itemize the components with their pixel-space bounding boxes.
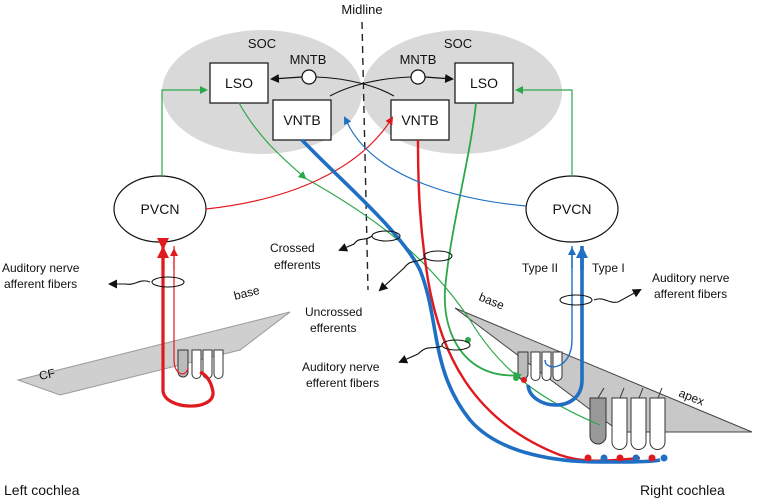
green-crossed-to-right-cochlea [304, 177, 601, 426]
left-cochlea-shape [16, 311, 291, 396]
lso-right-box [454, 62, 514, 104]
green-lso-right-uncrossed-efferent [443, 102, 522, 380]
vntb-left-label: VNTB [283, 112, 320, 128]
right-apex-hair-cells [589, 387, 666, 450]
an-afferent-left-line1: Auditory nerve [2, 261, 80, 275]
midline-divider [361, 21, 369, 291]
lso-left-label: LSO [225, 75, 253, 91]
an-efferent-line2: efferent fibers [306, 376, 379, 390]
left-base-label: base [232, 283, 261, 303]
left-cochlea-title: Left cochlea [4, 482, 80, 498]
left-hair-cells [177, 349, 224, 379]
blue-vntb-left-efferent [300, 138, 661, 464]
blue-right-afferent-type-i [526, 246, 584, 407]
mntb-right-label: MNTB [400, 52, 437, 67]
mntb-left-label: MNTB [290, 52, 327, 67]
mntb-right-to-lso-right [424, 73, 454, 83]
pvcn-right-label: PVCN [553, 201, 592, 217]
green-lso-left-crossed-efferent [238, 102, 307, 180]
type-i-label: Type I [592, 261, 625, 275]
soc-right-label: SOC [444, 36, 472, 51]
red-left-afferent-thin [173, 246, 189, 375]
mntb-left-to-lso-left [270, 74, 303, 84]
mntb-right-node [410, 69, 426, 85]
midline-label: Midline [341, 2, 382, 17]
cross-mntb-left-to-right [315, 76, 395, 97]
crossed-efferents-line1: Crossed [270, 241, 315, 255]
green-pvcn-right-to-lso-right [515, 86, 573, 176]
pvcn-left-label: PVCN [141, 201, 180, 217]
right-base-label: base [477, 290, 507, 313]
cross-mntb-right-to-left [329, 76, 412, 97]
an-afferent-right-line2: afferent fibers [654, 287, 727, 301]
vntb-left-box [272, 99, 332, 141]
type-ii-label: Type II [522, 261, 558, 275]
vntb-right-label: VNTB [401, 112, 438, 128]
blue-pvcn-right-to-lso-left [344, 116, 527, 207]
mntb-left-node [301, 69, 317, 85]
right-cochlea-title: Right cochlea [640, 482, 725, 498]
blue-right-afferent-type-ii [544, 246, 573, 368]
green-pvcn-left-to-lso-left [161, 86, 208, 176]
red-pvcn-left-to-vntb-right [205, 116, 394, 210]
an-afferent-right-line1: Auditory nerve [652, 271, 730, 285]
uncrossed-efferents-line2: efferents [310, 321, 356, 335]
lso-right-label: LSO [470, 75, 498, 91]
efferent-terminals [465, 337, 668, 462]
an-efferent-line1: Auditory nerve [302, 360, 380, 374]
red-left-afferent-loop [157, 238, 215, 408]
crossed-efferents-line2: efferents [274, 258, 320, 272]
soc-left-label: SOC [248, 36, 276, 51]
cf-label: CF [38, 366, 57, 383]
uncrossed-efferents-line1: Uncrossed [305, 305, 362, 319]
callout-lines [108, 235, 642, 364]
an-afferent-left-line2: afferent fibers [4, 277, 77, 291]
